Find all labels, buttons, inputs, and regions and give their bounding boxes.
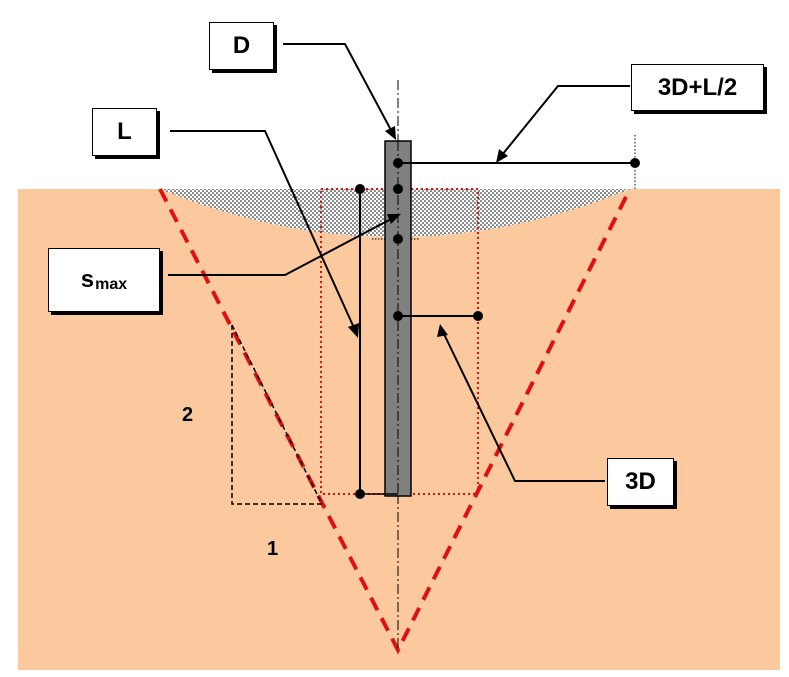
three-d-plus-label: 3D+L/2 [631, 64, 764, 111]
smax-leader-arrowhead [387, 214, 401, 224]
d-label: D [209, 22, 274, 70]
three-d-start-dot [393, 311, 403, 321]
three-d-plus-leader [501, 85, 630, 156]
slope-horizontal-value: 1 [267, 538, 279, 560]
three-d-end-dot [473, 311, 483, 321]
three-d-plus-leader-arrowhead [496, 149, 508, 163]
smax-label-sub: max [95, 276, 128, 293]
three-d-plus-label-text: 3D+L/2 [657, 73, 738, 101]
smax-leader [168, 217, 394, 276]
three-d-plus-end-dot [630, 158, 640, 168]
three-d-plus-start-dot [393, 158, 403, 168]
l-leader-arrowhead [348, 323, 359, 338]
d-leader [283, 43, 393, 133]
three-d-leader-arrowhead [437, 324, 448, 337]
d-label-text: D [232, 32, 251, 59]
l-bottom-dot [355, 489, 365, 499]
l-label: L [92, 108, 157, 156]
l-top-dot [355, 184, 365, 194]
slope-vertical-value: 2 [182, 404, 194, 426]
pile-surface-dot [393, 184, 403, 194]
smax-label-main: s [80, 266, 95, 293]
l-label-text: L [117, 118, 132, 145]
slope-hypotenuse [231, 324, 323, 505]
influence-cone [158, 188, 632, 655]
three-d-leader [442, 331, 605, 482]
l-leader [170, 130, 356, 331]
pile-settlement-dot [393, 234, 403, 244]
slope-triangle [231, 325, 322, 505]
three-d-label-text: 3D [625, 468, 656, 495]
d-leader-arrowhead [385, 126, 396, 140]
three-d-label: 3D [607, 458, 674, 506]
